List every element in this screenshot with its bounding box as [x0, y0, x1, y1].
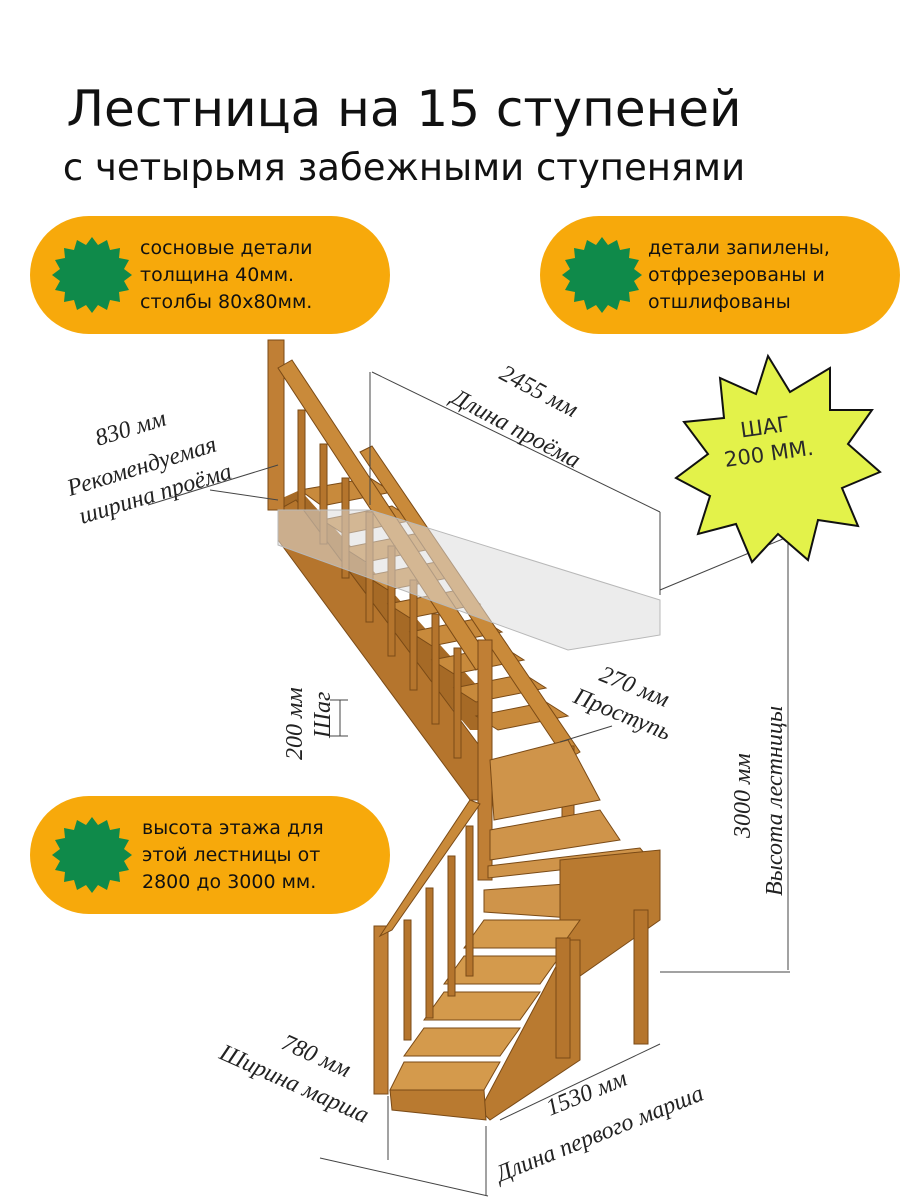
dimension-lines — [147, 371, 791, 1197]
feature-text: сосновые детали толщина 40мм. столбы 80х… — [140, 236, 313, 313]
badge-icon — [562, 237, 642, 313]
badge-icon — [52, 237, 132, 313]
step-label: Шаг — [310, 692, 336, 739]
feature-pill-materials: сосновые детали толщина 40мм. столбы 80х… — [30, 216, 390, 334]
step-value: 200 мм — [282, 687, 308, 760]
lower-handrail — [378, 799, 481, 938]
feature-text: высота этажа для этой лестницы от 2800 д… — [142, 816, 324, 893]
feature-text: детали запилены, отфрезерованы и отшлифо… — [648, 236, 830, 313]
lower-treads — [389, 919, 581, 1091]
lower-balusters — [403, 825, 474, 1041]
page-subtitle: с четырьмя забежными ступенями — [62, 146, 746, 189]
step-starburst — [674, 353, 882, 564]
feature-pill-processing: детали запилены, отфрезерованы и отшлифо… — [540, 216, 900, 334]
height-label: Высота лестницы — [762, 706, 788, 896]
front-post-right — [555, 937, 571, 1059]
lower-stringer-right — [479, 939, 581, 1121]
top-newel-post — [267, 339, 285, 511]
page-title: Лестница на 15 ступеней — [66, 80, 742, 138]
feature-pill-height: высота этажа для этой лестницы от 2800 д… — [30, 796, 390, 914]
bottom-step — [389, 1089, 487, 1121]
rear-leg — [633, 909, 649, 1045]
opening-width-value: 830 мм — [92, 406, 169, 452]
badge-icon — [52, 817, 132, 893]
height-value: 3000 мм — [730, 753, 756, 839]
bottom-newel-post — [373, 925, 389, 1095]
opening-slab — [277, 509, 661, 651]
